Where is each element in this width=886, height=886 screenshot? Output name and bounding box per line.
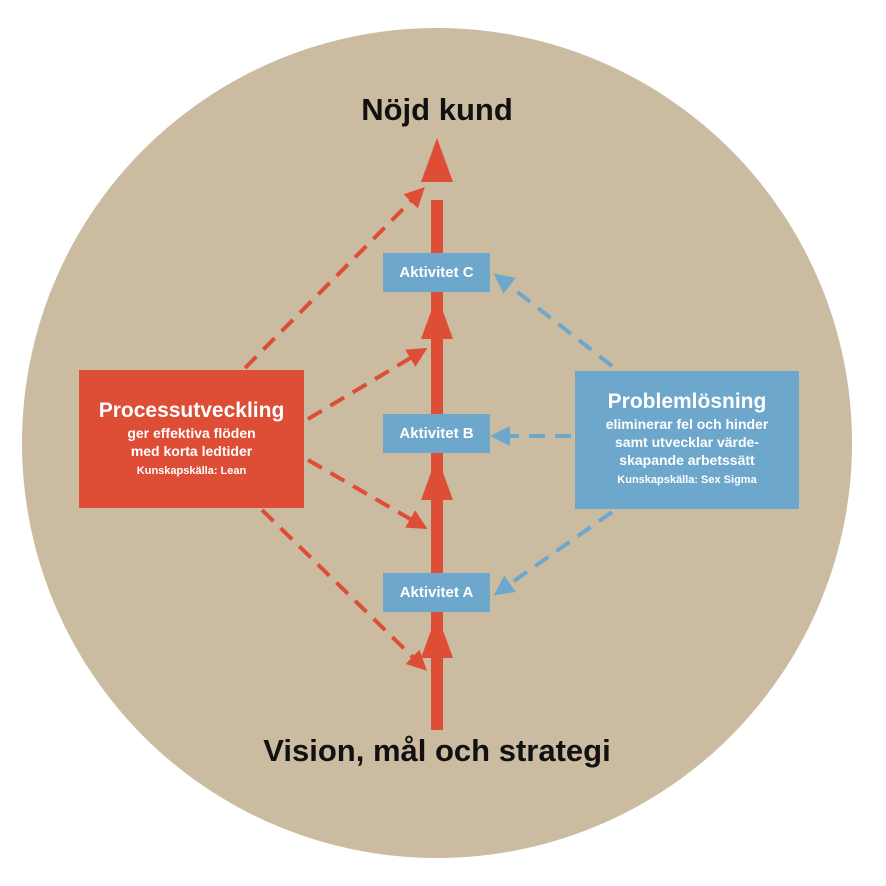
activity-a: Aktivitet A <box>383 573 490 612</box>
foundation-label: Vision, mål och strategi <box>263 733 611 768</box>
problem-source: Kunskapskälla: Sex Sigma <box>617 474 757 486</box>
problem-line-1: eliminerar fel och hinder <box>605 416 769 432</box>
process-line-2: med korta ledtider <box>130 443 253 459</box>
process-arrow-to-b-row <box>306 347 428 421</box>
process-box: Processutveckling ger effektiva flöden m… <box>79 370 304 508</box>
arrow-head-to-a <box>421 614 453 658</box>
problem-line-2: samt utvecklar värde- <box>615 434 759 450</box>
arrow-head-top <box>421 138 453 182</box>
process-arrow-to-a-row <box>306 458 428 530</box>
problem-title: Problemlösning <box>607 390 767 413</box>
process-line-1: ger effektiva flöden <box>127 425 256 441</box>
process-arrow-to-bottom <box>260 508 427 671</box>
process-title: Processutveckling <box>98 399 285 422</box>
process-arrow-to-top <box>243 187 425 370</box>
activity-b: Aktivitet B <box>383 414 490 453</box>
arrow-head-to-c <box>421 295 453 339</box>
problem-box: Problemlösning eliminerar fel och hinder… <box>575 371 799 509</box>
activity-c: Aktivitet C <box>383 253 490 292</box>
problem-line-3: skapande arbetssätt <box>619 452 755 468</box>
process-source: Kunskapskälla: Lean <box>136 465 247 477</box>
problem-arrow-to-a <box>493 510 614 596</box>
outcome-label: Nöjd kund <box>361 92 513 127</box>
arrow-head-to-b <box>421 456 453 500</box>
